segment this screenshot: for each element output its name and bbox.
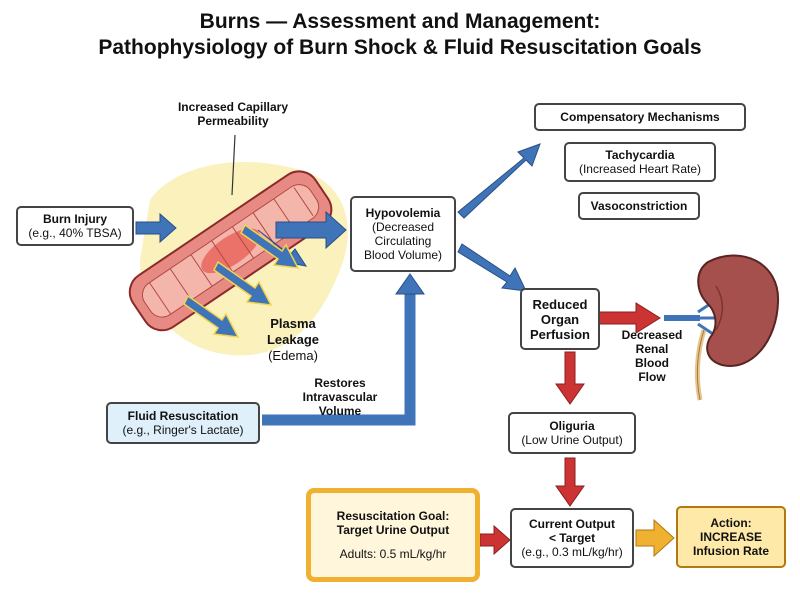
- arrow-perfusion-to-kidney: [597, 302, 661, 334]
- leak-arrow-3: [183, 294, 240, 338]
- plasma-leakage-label: Plasma Leakage (Edema): [266, 316, 320, 363]
- resuscitation-goal-node: Resuscitation Goal: Target Urine Output …: [306, 488, 480, 582]
- arrow-fluid-to-hypovolemia-head: [395, 273, 425, 295]
- hypovolemia-node: Hypovolemia (Decreased Circulating Blood…: [350, 196, 456, 272]
- fluid-resuscitation-node: Fluid Resuscitation (e.g., Ringer's Lact…: [106, 402, 260, 444]
- compensatory-mechanisms-node: Compensatory Mechanisms: [534, 103, 746, 131]
- arrow-fluid-to-hypovolemia: [262, 290, 416, 426]
- vasoconstriction-node: Vasoconstriction: [578, 192, 700, 220]
- diagram-title-line2: Pathophysiology of Burn Shock & Fluid Re…: [98, 36, 702, 59]
- burn-injury-node: Burn Injury (e.g., 40% TBSA): [16, 206, 134, 246]
- current-output-node: Current Output < Target (e.g., 0.3 mL/kg…: [510, 508, 634, 568]
- diagram-title-line1: Burns — Assessment and Management:: [199, 10, 601, 33]
- leak-arrow-1: [240, 223, 300, 269]
- leak-arrow-2: [213, 260, 273, 306]
- arrow-hypovolemia-to-perfusion: [457, 243, 527, 292]
- tachycardia-node: Tachycardia (Increased Heart Rate): [564, 142, 716, 182]
- renal-blood-flow-label: Decreased Renal Blood Flow: [621, 328, 683, 384]
- restores-volume-label: Restores Intravascular Volume: [302, 376, 378, 418]
- arrow-goal-to-current: [479, 524, 511, 556]
- reduced-organ-perfusion-node: Reduced Organ Perfusion: [520, 288, 600, 350]
- kidney-illustration: [664, 254, 780, 401]
- action-node: Action: INCREASE Infusion Rate: [676, 506, 786, 568]
- oliguria-node: Oliguria (Low Urine Output): [508, 412, 636, 454]
- arrow-hypovolemia-to-compensatory: [457, 143, 541, 219]
- capillary-pointer: [231, 134, 236, 196]
- blood-vessel-illustration: [128, 170, 333, 332]
- arrow-burn-to-vessel: [135, 212, 177, 244]
- arrow-current-to-action: [635, 518, 675, 558]
- arrow-perfusion-to-oliguria: [555, 351, 585, 405]
- arrow-oliguria-to-current: [555, 457, 585, 507]
- arrow-vessel-to-hypovolemia: [275, 210, 347, 250]
- capillary-permeability-label: Increased Capillary Permeability: [177, 100, 289, 128]
